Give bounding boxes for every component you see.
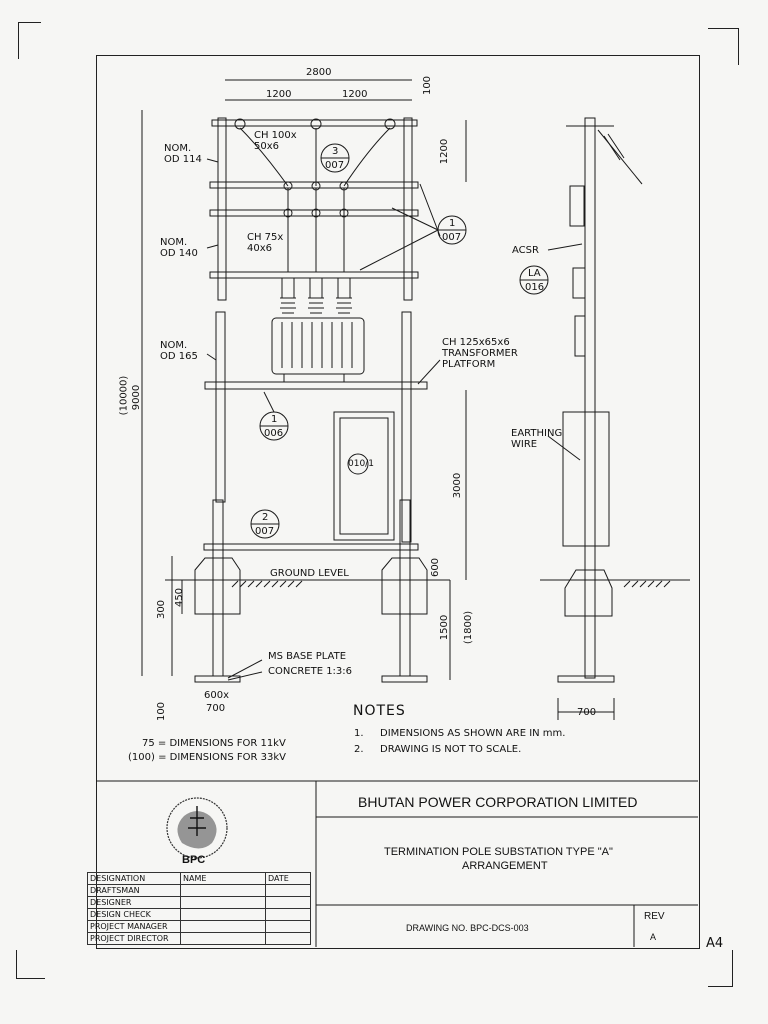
role-label: PROJECT MANAGER bbox=[87, 920, 181, 933]
role-label: DESIGNER bbox=[87, 896, 181, 909]
header-name: NAME bbox=[180, 872, 266, 885]
table-row: PROJECT DIRECTOR bbox=[87, 932, 311, 945]
drawing-title-line2: ARRANGEMENT bbox=[462, 860, 548, 872]
date-cell[interactable] bbox=[265, 884, 311, 897]
sheet-size-label: A4 bbox=[706, 936, 724, 951]
dim-span-right: 1200 bbox=[342, 89, 368, 100]
label-nom-od-114: NOM. OD 114 bbox=[164, 143, 202, 165]
label-nom-od-165: NOM. OD 165 bbox=[160, 340, 198, 362]
table-row: DESIGNER bbox=[87, 896, 311, 909]
callout-2-bottom: 007 bbox=[255, 526, 275, 537]
drawing-sheet-border bbox=[96, 55, 700, 949]
name-cell[interactable] bbox=[180, 896, 266, 909]
dim-footing-below: 1500 bbox=[439, 614, 451, 641]
name-cell[interactable] bbox=[180, 908, 266, 921]
role-label: DESIGN CHECK bbox=[87, 908, 181, 921]
dim-base-depth: 100 bbox=[156, 701, 168, 722]
legend-11kv: 75 = DIMENSIONS FOR 11kV bbox=[142, 738, 286, 749]
crop-mark-top-left bbox=[18, 22, 41, 59]
callout-1-006-top: 1 bbox=[271, 414, 278, 425]
callout-1-bottom: 007 bbox=[442, 232, 462, 243]
callout-3-top: 3 bbox=[332, 146, 339, 157]
label-ch-75: CH 75x 40x6 bbox=[247, 232, 284, 254]
table-row: DRAFTSMAN bbox=[87, 884, 311, 897]
notes-title: NOTES bbox=[353, 703, 406, 719]
company-name: BHUTAN POWER CORPORATION LIMITED bbox=[358, 794, 638, 810]
label-ch-125: CH 125x65x6 TRANSFORMER PLATFORM bbox=[442, 337, 518, 370]
crop-mark-bottom-left bbox=[16, 950, 45, 979]
callout-1-top: 1 bbox=[449, 218, 456, 229]
header-date: DATE bbox=[265, 872, 311, 885]
date-cell[interactable] bbox=[265, 896, 311, 909]
name-cell[interactable] bbox=[180, 884, 266, 897]
dim-side-base: 700 bbox=[577, 707, 597, 718]
label-nom-od-140: NOM. OD 140 bbox=[160, 237, 198, 259]
name-cell[interactable] bbox=[180, 920, 266, 933]
dim-foot-300: 300 bbox=[156, 599, 168, 620]
label-concrete: CONCRETE 1:3:6 bbox=[268, 666, 353, 677]
date-cell[interactable] bbox=[265, 920, 311, 933]
legend-33kv: (100) = DIMENSIONS FOR 33kV bbox=[128, 752, 286, 763]
dragon-emblem-icon bbox=[166, 797, 228, 859]
callout-2-top: 2 bbox=[262, 512, 269, 523]
callout-010-1: 010/1 bbox=[348, 459, 374, 469]
label-acsr: ACSR bbox=[512, 245, 539, 256]
rev-label: REV bbox=[644, 911, 665, 922]
role-label: PROJECT DIRECTOR bbox=[87, 932, 181, 945]
label-ground-level: GROUND LEVEL bbox=[270, 568, 349, 579]
callout-la-bottom: 016 bbox=[525, 282, 545, 293]
rev-value: A bbox=[650, 932, 657, 942]
dim-base-size-bottom: 700 bbox=[206, 703, 226, 714]
date-cell[interactable] bbox=[265, 932, 311, 945]
crop-mark-top-right bbox=[708, 28, 739, 65]
dim-base-size-top: 600x bbox=[204, 690, 230, 701]
callout-la-top: LA bbox=[528, 268, 541, 279]
drawing-number: DRAWING NO. BPC-DCS-003 bbox=[406, 923, 529, 933]
callout-3-bottom: 007 bbox=[325, 160, 345, 171]
dim-top-section: 1200 bbox=[439, 138, 451, 165]
logo-text: BPC bbox=[182, 854, 206, 866]
role-label: DRAFTSMAN bbox=[87, 884, 181, 897]
header-designation: DESIGNATION bbox=[87, 872, 181, 885]
signature-table: DESIGNATION NAME DATE DRAFTSMAN DESIGNER… bbox=[87, 872, 311, 945]
dim-overall-width: 2800 bbox=[306, 67, 332, 78]
dim-footing-above: 600 bbox=[430, 557, 442, 578]
label-earthing-wire: EARTHING WIRE bbox=[511, 428, 563, 450]
bpc-logo: BPC bbox=[152, 788, 242, 868]
name-cell[interactable] bbox=[180, 932, 266, 945]
label-ms-base-plate: MS BASE PLATE bbox=[268, 651, 347, 662]
dim-pole-height: 9000 bbox=[131, 384, 143, 411]
table-row: PROJECT MANAGER bbox=[87, 920, 311, 933]
date-cell[interactable] bbox=[265, 908, 311, 921]
dim-footing-below-alt: (1800) bbox=[463, 610, 475, 645]
dim-foot-450: 450 bbox=[174, 587, 186, 608]
dim-pole-height-alt: (10000) bbox=[118, 375, 130, 416]
signature-header-row: DESIGNATION NAME DATE bbox=[87, 872, 311, 885]
table-row: DESIGN CHECK bbox=[87, 908, 311, 921]
label-ch-100: CH 100x 50x6 bbox=[254, 130, 297, 152]
drawing-title-line1: TERMINATION POLE SUBSTATION TYPE "A" bbox=[384, 846, 613, 858]
note-1-num: 1. bbox=[354, 728, 364, 739]
note-2-num: 2. bbox=[354, 744, 364, 755]
crop-mark-bottom-right bbox=[708, 950, 733, 987]
callout-1-006-bottom: 006 bbox=[264, 428, 284, 439]
dim-platform-height: 3000 bbox=[452, 472, 464, 499]
dim-top-extension: 100 bbox=[422, 75, 434, 96]
note-2-text: DRAWING IS NOT TO SCALE. bbox=[380, 744, 522, 755]
dim-span-left: 1200 bbox=[266, 89, 292, 100]
note-1-text: DIMENSIONS AS SHOWN ARE IN mm. bbox=[380, 728, 566, 739]
